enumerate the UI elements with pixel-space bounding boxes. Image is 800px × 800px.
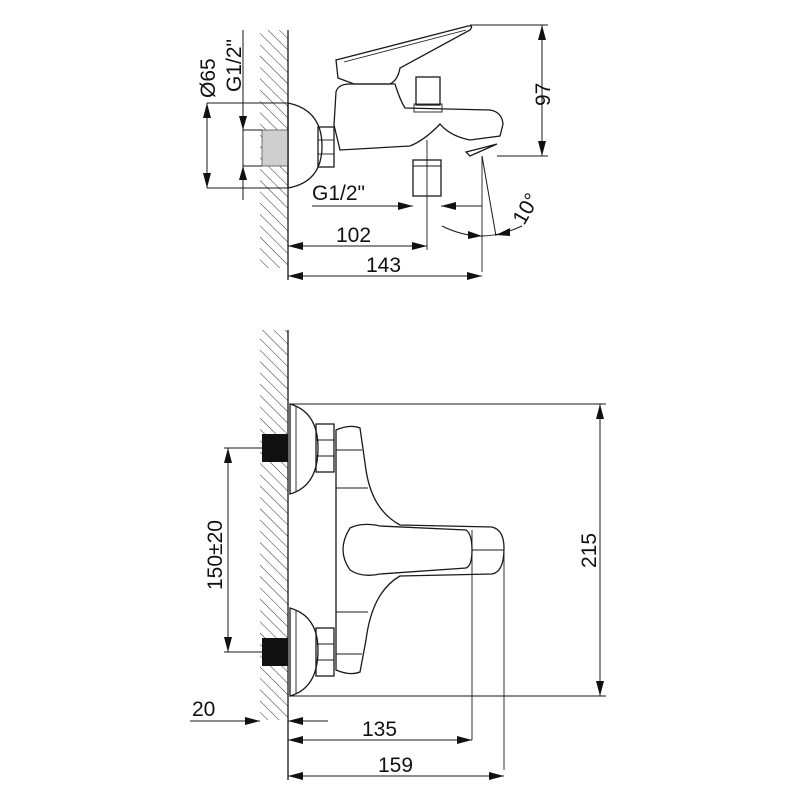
svg-text:G1/2": G1/2"	[223, 39, 246, 92]
dim-spout-depth: 102	[288, 224, 427, 250]
svg-text:Ø65: Ø65	[197, 58, 220, 98]
dim-spout-angle: 10°	[441, 155, 544, 239]
mixer-body-front	[335, 425, 505, 675]
flange-top	[289, 403, 319, 495]
dim-flange-diameter: Ø65	[197, 58, 288, 189]
dim-inlet-spacing: 150±20	[204, 447, 262, 653]
svg-text:10°: 10°	[508, 189, 544, 228]
dim-total-depth: 143	[288, 254, 482, 280]
svg-text:135: 135	[362, 718, 397, 741]
svg-text:G1/2": G1/2"	[312, 182, 365, 205]
svg-text:215: 215	[578, 533, 601, 568]
svg-text:143: 143	[366, 254, 401, 277]
side-view: Ø65 G1/2" 97 G1/2"	[197, 24, 555, 280]
dim-outlet-thread: G1/2"	[312, 182, 482, 210]
mixer-body	[333, 83, 504, 151]
wall-section-bottom	[260, 330, 289, 780]
hex-nut	[317, 126, 335, 168]
hex-nut-top	[315, 423, 335, 473]
dim-front-total-depth: 159	[288, 754, 504, 780]
lever-handle-front	[342, 523, 473, 576]
inlet-stud-bottom	[262, 638, 288, 666]
dim-handle-depth: 135	[288, 718, 472, 744]
flange-bottom	[289, 607, 319, 697]
svg-text:150±20: 150±20	[204, 520, 227, 590]
dim-wall-offset: 20	[190, 698, 328, 725]
svg-text:97: 97	[532, 83, 555, 106]
inlet-thread	[261, 129, 289, 167]
dim-total-height: 215	[290, 403, 606, 697]
flange	[287, 102, 323, 189]
svg-text:159: 159	[378, 754, 413, 777]
diverter-knob	[415, 76, 441, 106]
dim-inlet-thread: G1/2"	[223, 30, 262, 200]
svg-text:20: 20	[192, 698, 215, 721]
svg-text:102: 102	[336, 224, 371, 247]
lever-handle	[335, 25, 473, 85]
inlet-stud-top	[262, 434, 288, 462]
front-view: 150±20 215 20 135	[190, 330, 606, 780]
dim-height: 97	[470, 24, 555, 157]
hex-nut-bottom	[315, 627, 335, 677]
